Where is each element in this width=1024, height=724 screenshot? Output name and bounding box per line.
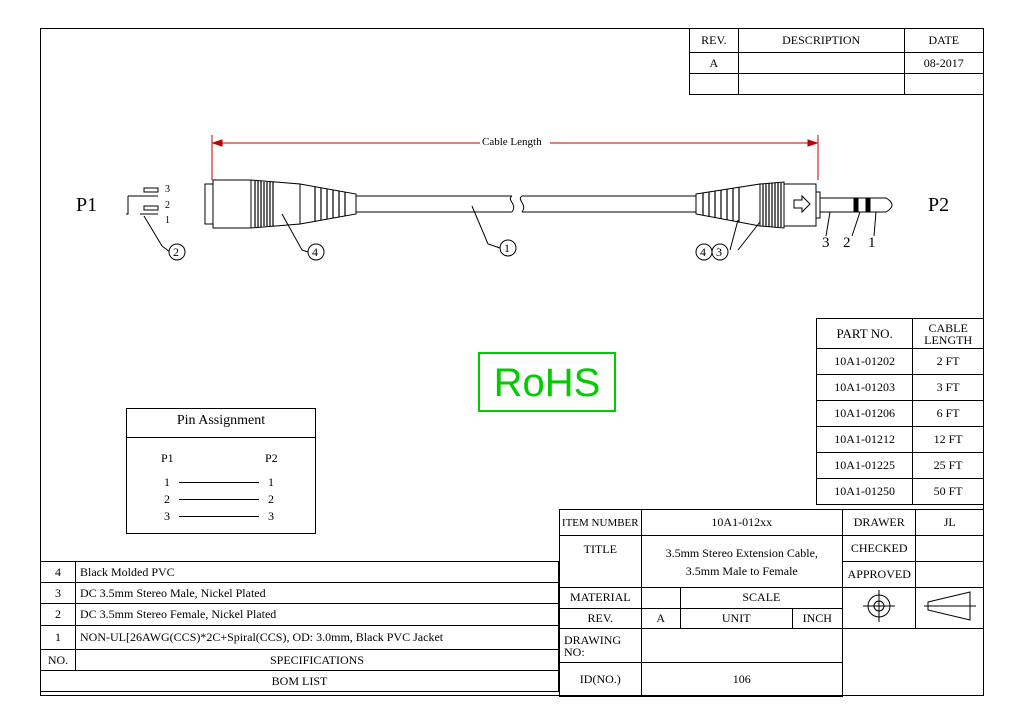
arrow-mark-icon [793, 194, 811, 214]
pin-assignment-title: Pin Assignment [176, 413, 266, 428]
cone-view-icon [923, 591, 976, 621]
balloon-3 [711, 243, 729, 261]
unit-value: INCH [791, 607, 843, 629]
balloon-2 [168, 243, 186, 261]
bom-no: 3 [40, 582, 76, 604]
revision-block: REV. DESCRIPTION DATE A 08-2017 [689, 28, 985, 95]
balloon-1-label: 1 [504, 241, 510, 255]
cable-length-label: Cable Length [482, 136, 542, 148]
cable-length-dimension [211, 135, 819, 180]
item-number-label: ITEM NUMBER [559, 509, 642, 536]
approved-label: APPROVED [841, 561, 917, 588]
part-no-header: PART NO. [815, 318, 914, 349]
pin-col-p1: P1 [161, 451, 174, 465]
part-row: 10A1-01203 [815, 374, 914, 401]
drawer-label: DRAWER [841, 509, 917, 536]
title-value: 3.5mm Stereo Extension Cable,3.5mm Male … [640, 535, 843, 588]
pin-row-1-p1: 1 [164, 475, 170, 489]
checked-value [915, 535, 984, 562]
bom-spec: NON-UL[26AWG(CCS)*2C+Spiral(CCS), OD: 3.… [75, 625, 559, 650]
pin-row-1-p2: 1 [268, 475, 274, 489]
bom-spec: Black Molded PVC [75, 561, 559, 583]
female-connector [204, 179, 357, 229]
part-row: 10A1-01206 [815, 400, 914, 427]
description-header: DESCRIPTION [737, 28, 905, 53]
balloon-leaders [161, 205, 761, 253]
pin-row-2-p2: 2 [268, 492, 274, 506]
first-angle-projection-icon [863, 590, 896, 622]
part-row: 10A1-01212 [815, 426, 914, 453]
part-row: 10A1-01202 [815, 348, 914, 375]
female-grip-ribs [254, 181, 346, 227]
part-row: 10A1-01250 [815, 478, 914, 505]
p2-pin-2: 2 [843, 235, 851, 251]
balloon-2-label: 2 [173, 245, 179, 259]
balloon-1 [499, 239, 517, 257]
drawer-value: JL [915, 509, 984, 536]
balloon-4b-label: 4 [700, 245, 706, 259]
p1-pin-1: 1 [165, 215, 170, 226]
id-value: 106 [640, 662, 843, 697]
checked-label: CHECKED [841, 535, 917, 562]
item-number-value: 10A1-012xx [640, 509, 843, 536]
bom-spec: DC 3.5mm Stereo Female, Nickel Plated [75, 603, 559, 626]
date-header: DATE [903, 28, 985, 53]
bom-spec: DC 3.5mm Stereo Male, Nickel Plated [75, 582, 559, 604]
drawing-no-value [640, 628, 843, 663]
projection-cone [915, 587, 984, 629]
p1-pin-schematic [126, 187, 163, 247]
rev-value: A [640, 607, 681, 629]
balloon-3-label: 3 [716, 245, 722, 259]
male-grip-ribs [702, 183, 782, 227]
p1-label: P1 [76, 194, 98, 216]
id-label: ID(NO.) [559, 662, 642, 697]
bom-no-header: NO. [40, 649, 76, 671]
cable-drawing [126, 135, 893, 261]
approved-value [915, 561, 984, 588]
scale-label: SCALE [679, 587, 843, 609]
p1-pin-3: 3 [165, 184, 170, 195]
title-label: TITLE [559, 535, 642, 588]
rohs-mark: RoHS [478, 352, 616, 412]
pin-assignment-box: Pin Assignment P1 P2 1 1 2 2 3 3 [126, 408, 316, 534]
pin-row-2-p1: 2 [164, 492, 170, 506]
p2-pin-3: 3 [822, 235, 830, 251]
balloons [168, 239, 729, 261]
material-label: MATERIAL [559, 587, 642, 609]
rev-label: REV. [559, 607, 642, 629]
pin-row-3-p2: 3 [268, 509, 274, 523]
projection-symbol [841, 587, 917, 629]
bom-no: 2 [40, 603, 76, 626]
unit-label: UNIT [679, 607, 793, 629]
pin-col-p2: P2 [265, 451, 278, 465]
bom-list: 4 Black Molded PVC 3 DC 3.5mm Stereo Mal… [40, 561, 559, 692]
p2-label: P2 [928, 194, 950, 216]
part-row: 10A1-01225 [815, 452, 914, 479]
drawing-frame [40, 28, 984, 696]
p2-pin-leaders [825, 211, 877, 237]
balloon-4 [307, 243, 325, 261]
plug-pin [819, 197, 893, 213]
p1-pin-2: 2 [165, 200, 170, 211]
bom-footer: BOM LIST [40, 670, 559, 692]
bom-no: 1 [40, 625, 76, 650]
bom-spec-header: SPECIFICATIONS [75, 649, 559, 671]
title-block: ITEM NUMBER 10A1-012xx DRAWER JL TITLE 3… [559, 509, 984, 697]
bom-no: 4 [40, 561, 76, 583]
balloon-4-label: 4 [312, 245, 318, 259]
cable-body [356, 195, 700, 213]
p2-pin-1: 1 [868, 235, 876, 251]
pin-row-3-p1: 3 [164, 509, 170, 523]
